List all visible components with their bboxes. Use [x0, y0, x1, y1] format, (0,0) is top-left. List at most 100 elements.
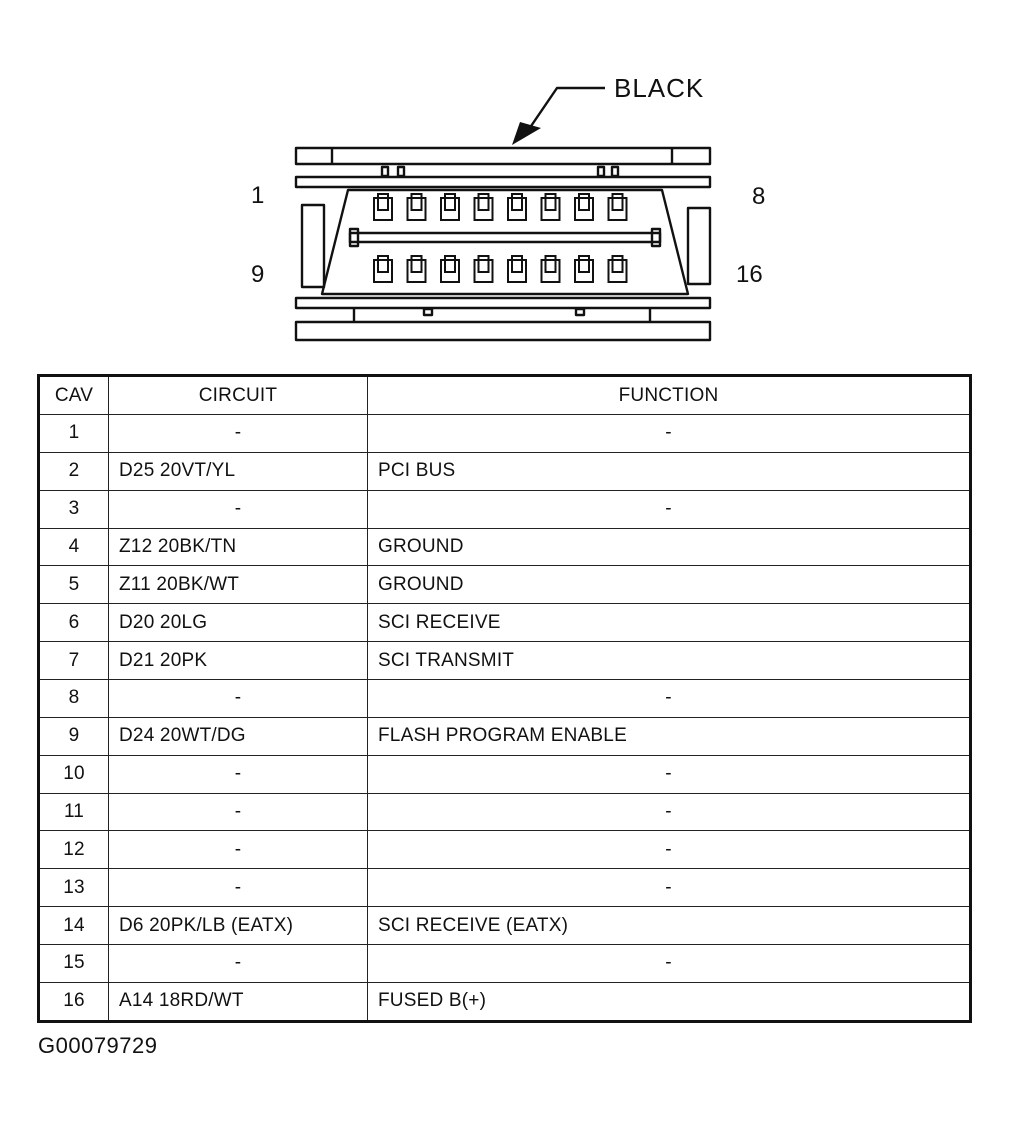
- table-row: 13--: [38, 868, 971, 908]
- bottom-pin-cavity: [540, 259, 561, 283]
- top-pin-contact: [444, 193, 456, 211]
- circuit-cell: D24 20WT/DG: [108, 716, 368, 756]
- cav-cell: 15: [38, 944, 109, 983]
- bottom-pin-cavity: [507, 259, 527, 283]
- bottom-pin-cavity: [607, 259, 628, 283]
- housing-upper-rail: [294, 175, 712, 189]
- function-cell: SCI RECEIVE (EATX): [367, 906, 971, 946]
- function-cell: GROUND: [367, 527, 971, 567]
- table-row: 1--: [38, 414, 971, 453]
- cav-cell: 13: [38, 868, 109, 908]
- table-row: 8--: [38, 679, 971, 718]
- cav-cell: 16: [38, 981, 109, 1023]
- circuit-cell: -: [108, 489, 368, 529]
- cav-cell: 3: [38, 489, 109, 529]
- circuit-cell: Z11 20BK/WT: [108, 565, 368, 605]
- cav-cell: 12: [38, 830, 109, 870]
- table-row: 12--: [38, 830, 971, 870]
- cav-cell: 14: [38, 906, 109, 946]
- function-cell: -: [367, 830, 971, 870]
- bottom-pin-contact: [377, 255, 389, 273]
- color-leader-line: [526, 86, 605, 133]
- top-pin-cavity: [473, 197, 494, 221]
- function-cell: FUSED B(+): [367, 981, 971, 1023]
- table-header-row: CAV CIRCUIT FUNCTION: [38, 375, 971, 415]
- housing-right-block: [686, 206, 712, 286]
- top-pin-cavity: [507, 197, 527, 221]
- pin-label-1: 1: [251, 182, 264, 209]
- circuit-cell: -: [108, 868, 368, 908]
- bottom-pin-cavity: [373, 259, 393, 283]
- function-cell: -: [367, 679, 971, 718]
- circuit-cell: D21 20PK: [108, 641, 368, 681]
- top-pin-cavity: [373, 197, 393, 221]
- bottom-pin-contact: [444, 255, 456, 273]
- function-cell: -: [367, 792, 971, 832]
- bottom-pin-contact: [544, 255, 557, 273]
- circuit-cell: D20 20LG: [108, 603, 368, 643]
- header-circuit: CIRCUIT: [108, 375, 368, 415]
- table-row: 10--: [38, 754, 971, 794]
- connector-color-label: BLACK: [614, 73, 704, 103]
- function-cell: PCI BUS: [367, 451, 971, 491]
- function-cell: -: [367, 754, 971, 794]
- top-pin-cavity: [540, 197, 561, 221]
- top-pin-contact: [511, 193, 523, 211]
- cav-cell: 11: [38, 792, 109, 832]
- pin-row-top: [373, 193, 628, 221]
- circuit-cell: D6 20PK/LB (EATX): [108, 906, 368, 946]
- cav-cell: 2: [38, 451, 109, 491]
- bottom-pin-contact: [477, 255, 490, 273]
- top-pin-contact: [410, 193, 423, 211]
- cav-cell: 5: [38, 565, 109, 605]
- top-pin-contact: [611, 193, 624, 211]
- cav-cell: 1: [38, 414, 109, 453]
- top-pin-contact: [544, 193, 557, 211]
- bottom-pin-contact: [410, 255, 423, 273]
- circuit-cell: -: [108, 792, 368, 832]
- function-cell: SCI RECEIVE: [367, 603, 971, 643]
- housing-left-block: [300, 203, 326, 289]
- circuit-cell: Z12 20BK/TN: [108, 527, 368, 567]
- cav-cell: 10: [38, 754, 109, 794]
- pin-label-9: 9: [251, 261, 264, 288]
- function-cell: -: [367, 868, 971, 908]
- connector-diagram: BLACK 1 8 9 16: [251, 73, 765, 342]
- cav-cell: 6: [38, 603, 109, 643]
- circuit-cell: -: [108, 679, 368, 718]
- function-cell: -: [367, 944, 971, 983]
- housing-top-rail: [294, 146, 712, 166]
- bottom-pin-contact: [511, 255, 523, 273]
- function-cell: -: [367, 489, 971, 529]
- bottom-pin-contact: [611, 255, 624, 273]
- function-cell: -: [367, 414, 971, 453]
- center-divider: [348, 231, 662, 244]
- table-row: 15--: [38, 944, 971, 983]
- top-pin-cavity: [440, 197, 460, 221]
- housing-bottom-rail: [294, 320, 712, 342]
- circuit-cell: D25 20VT/YL: [108, 451, 368, 491]
- bottom-pin-cavity: [406, 259, 427, 283]
- bottom-pin-cavity: [440, 259, 460, 283]
- function-cell: GROUND: [367, 565, 971, 605]
- cav-cell: 7: [38, 641, 109, 681]
- circuit-cell: A14 18RD/WT: [108, 981, 368, 1023]
- top-pin-cavity: [574, 197, 594, 221]
- function-cell: FLASH PROGRAM ENABLE: [367, 716, 971, 756]
- top-pin-contact: [477, 193, 490, 211]
- figure-id: G00079729: [38, 1033, 158, 1058]
- cav-cell: 9: [38, 716, 109, 756]
- bottom-pin-cavity: [473, 259, 494, 283]
- housing-lower-rail: [294, 296, 712, 310]
- connector-face: [320, 188, 690, 296]
- circuit-cell: -: [108, 944, 368, 983]
